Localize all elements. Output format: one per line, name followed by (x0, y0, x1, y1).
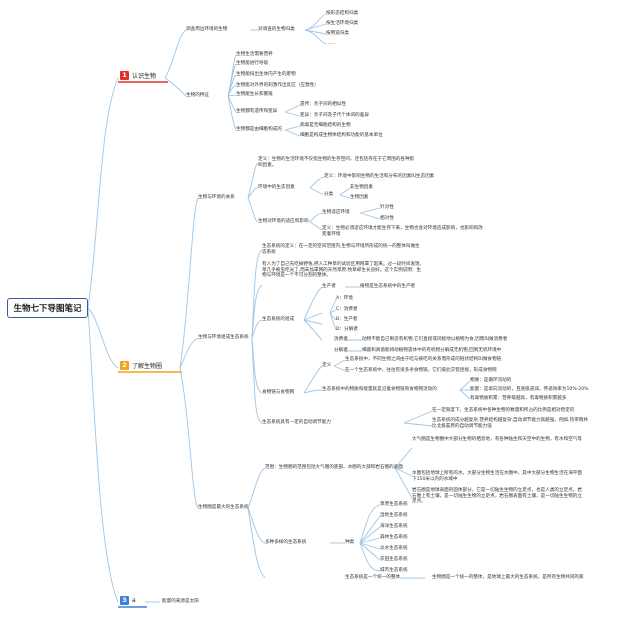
node-leaf[interactable]: 生物因素 (350, 195, 369, 200)
node-leaf[interactable]: 海洋生态系统 (380, 524, 408, 529)
node-leaf[interactable]: 农田生态系统 (380, 557, 408, 562)
node-leaf[interactable]: 水圈包括地球上所有的水，大部分生物生活在水圈中，其中大部分生物生活在海平面下15… (412, 471, 582, 482)
node-adapt[interactable]: 生物对环境的适应和影响 (258, 219, 309, 224)
node-leaf[interactable]: 生物圈是一个统一的整体，是地球上最大的生态系统，是所有生物共同的家 (432, 575, 584, 580)
node-leaf[interactable]: 针对性 (380, 205, 394, 210)
node-leaf[interactable]: 淡水生态系统 (380, 546, 408, 551)
node-decomposer[interactable]: 分解者 (334, 348, 348, 353)
branch-label: a (132, 596, 136, 604)
node-leaf[interactable]: 生物能对外界的刺激作出反应（应激性） (236, 83, 319, 88)
node-bio-env[interactable]: 生物与环境的关系 (198, 195, 235, 200)
node-leaf[interactable]: 植物是生态系统中的生产者 (360, 284, 416, 289)
node-leaf[interactable]: 城市生态系统 (380, 568, 408, 573)
node-eco-factors[interactable]: 环境中的生态因素 (258, 185, 295, 190)
node-leaf[interactable]: 按生活环境归类 (326, 21, 359, 26)
node-leaf[interactable]: 细菌和真菌能将动植物遗体中的有机物分解成无机物,回到无机环境中 (362, 348, 502, 353)
node-features[interactable]: 生物的特征 (186, 93, 209, 98)
node-leaf[interactable]: 非生物因素 (350, 185, 373, 190)
node-leaf[interactable]: 生物能排出生体内产生的废物 (236, 72, 296, 77)
branch-number: 1 (120, 70, 129, 80)
node-leaf[interactable]: 在一个生态系统中，往往有很多条食物链，它们彼此交错连接，形成食物网 (345, 368, 497, 373)
node-leaf[interactable]: 定义：生物的生活环境不仅指生物的生存空间，还包括存在于它周围的各种影响因素。 (258, 157, 415, 168)
node-scope[interactable]: 范围：生物圈的范围包括大气圈的底部、水圈的大部和岩石圈的表面 (265, 465, 403, 470)
node-leaf[interactable]: 生态系统的定义：在一定的空间范围内,生物与环境所形成的统一的整体叫做生态系统 (262, 244, 420, 255)
node-leaf[interactable]: 定义：生物必须适应环境才能生存下来，生物也会对环境造成影响，也影响和改变着环境 (322, 226, 483, 237)
node-adapt-env[interactable]: 生物适应环境 (322, 210, 350, 215)
branch-1-node[interactable]: 1 认识生物 (120, 69, 156, 81)
node-regulation[interactable]: 生态系统具有一定的自动调节能力 (262, 420, 331, 425)
node-leaf[interactable]: 按形态结构归类 (326, 11, 359, 16)
node-leaf[interactable]: 能量：是单向流动的，且逐级递减，传递效率为10%-20% (470, 387, 589, 392)
node-leaf[interactable]: 生物能进行呼吸 (236, 61, 269, 66)
node-leaf[interactable]: 岩石圈是地球表面的固体部分，它是一切陆生生物的立足点，也是人类的立足点，岩石圈上… (412, 488, 582, 505)
node-leaf[interactable]: 按用途归类 (326, 31, 349, 36)
node-classify[interactable]: 对调查的生物归类 (258, 27, 295, 32)
node-leaf[interactable]: 大气圈是生物圈中大部分生物的栖息地，有各种陆生和天空中的生物，有水和空气等 (412, 437, 582, 442)
node-leaf[interactable]: 湿地生态系统 (380, 513, 408, 518)
branch-number: 2 (120, 360, 129, 370)
node-consumer[interactable]: 消费者 (334, 337, 348, 342)
node-cells[interactable]: 生物都是由细胞构成的 (236, 127, 282, 132)
node-energy[interactable]: 能量的来源是太阳 (162, 599, 199, 604)
node-leaf[interactable]: 生态系统的成分越复杂,营养结构越复杂,自动调节能力就越强。例如,热带雨林比北极苔… (432, 418, 588, 429)
root-node[interactable]: 生物七下导图笔记 (7, 298, 88, 318)
node-leaf[interactable]: 在一定限度下，生态系统中各种生物的数量和所占的比例是相对稳定的 (432, 408, 575, 413)
node-leaf[interactable]: C：消费者 (336, 307, 358, 312)
node-leaf[interactable]: 森林生态系统 (380, 535, 408, 540)
node-leaf[interactable]: 有人为了自己先吃掉野兔,把入工种草的试验区用网罩了起来。过一段时间发现,草几乎被… (262, 262, 422, 279)
branch-2-node[interactable]: 2 了解生物圈 (120, 359, 162, 371)
node-diverse[interactable]: 多种多样的生态系统 (265, 540, 307, 545)
node-leaf[interactable]: 定义：环境中影响生物的生活和分布的因素叫生态因素 (324, 174, 435, 179)
node-leaf[interactable]: 草原生态系统 (380, 502, 408, 507)
node-leaf[interactable]: 生物生活需要营养 (236, 52, 273, 57)
branch-label: 认识生物 (132, 72, 157, 80)
node-heredity[interactable]: 生物都有遗传和变异 (236, 109, 278, 114)
node-leaf[interactable]: 生态系统中，不同生物之间由于吃与被吃的关系而形成的链状结构叫做食物链 (345, 357, 502, 362)
node-biosphere[interactable]: 生物圈是最大的生态系统 (198, 505, 249, 510)
node-leaf[interactable]: B：生产者 (336, 317, 358, 322)
node-leaf[interactable]: 病毒是无细胞结构的生物 (300, 123, 351, 128)
node-food-chain[interactable]: 食物链与食物网 (262, 390, 295, 395)
node-unity[interactable]: 生态系统是一个统一的整体 (345, 575, 401, 580)
node-leaf[interactable]: …… (326, 41, 336, 46)
node-types[interactable]: 种类 (345, 540, 355, 545)
node-flow[interactable]: 生态系统中的物质和能量就是沿着食物链和食物网流动的 (322, 387, 437, 392)
node-leaf[interactable]: 相对性 (380, 216, 394, 221)
branch-3-node[interactable]: 3 a (120, 594, 136, 606)
branch-label: 了解生物圈 (132, 362, 163, 370)
node-composition[interactable]: 生态系统的组成 (262, 317, 295, 322)
node-leaf[interactable]: 动物不能自己制造有机物,它们直接或间接地以植物为食,因而叫做消费者 (362, 337, 508, 342)
node-leaf[interactable]: 生物能生长和繁殖 (236, 92, 273, 97)
node-leaf[interactable]: A：环境 (336, 296, 353, 301)
node-leaf[interactable]: 有毒物质积累：营养级越高，有毒物质积累越多 (470, 396, 567, 401)
node-leaf[interactable]: 变异：亲子间及子代个体间的差异 (300, 113, 369, 118)
node-leaf[interactable]: 细胞是构成生物体结构和功能的基本单位 (300, 133, 383, 138)
node-leaf[interactable]: 遗传：亲子间的相似性 (300, 102, 346, 107)
node-producer[interactable]: 生产者 (322, 284, 336, 289)
node-leaf[interactable]: D：分解者 (336, 327, 358, 332)
node-category[interactable]: 分类 (324, 192, 334, 197)
branch-number: 3 (120, 595, 129, 605)
node-survey[interactable]: 调查周边环境的生物 (186, 27, 228, 32)
node-ecosystem[interactable]: 生物与环境组成生态系统 (198, 335, 249, 340)
node-leaf[interactable]: 物质：是循环流动的 (470, 378, 512, 383)
node-definition[interactable]: 定义 (322, 363, 332, 368)
